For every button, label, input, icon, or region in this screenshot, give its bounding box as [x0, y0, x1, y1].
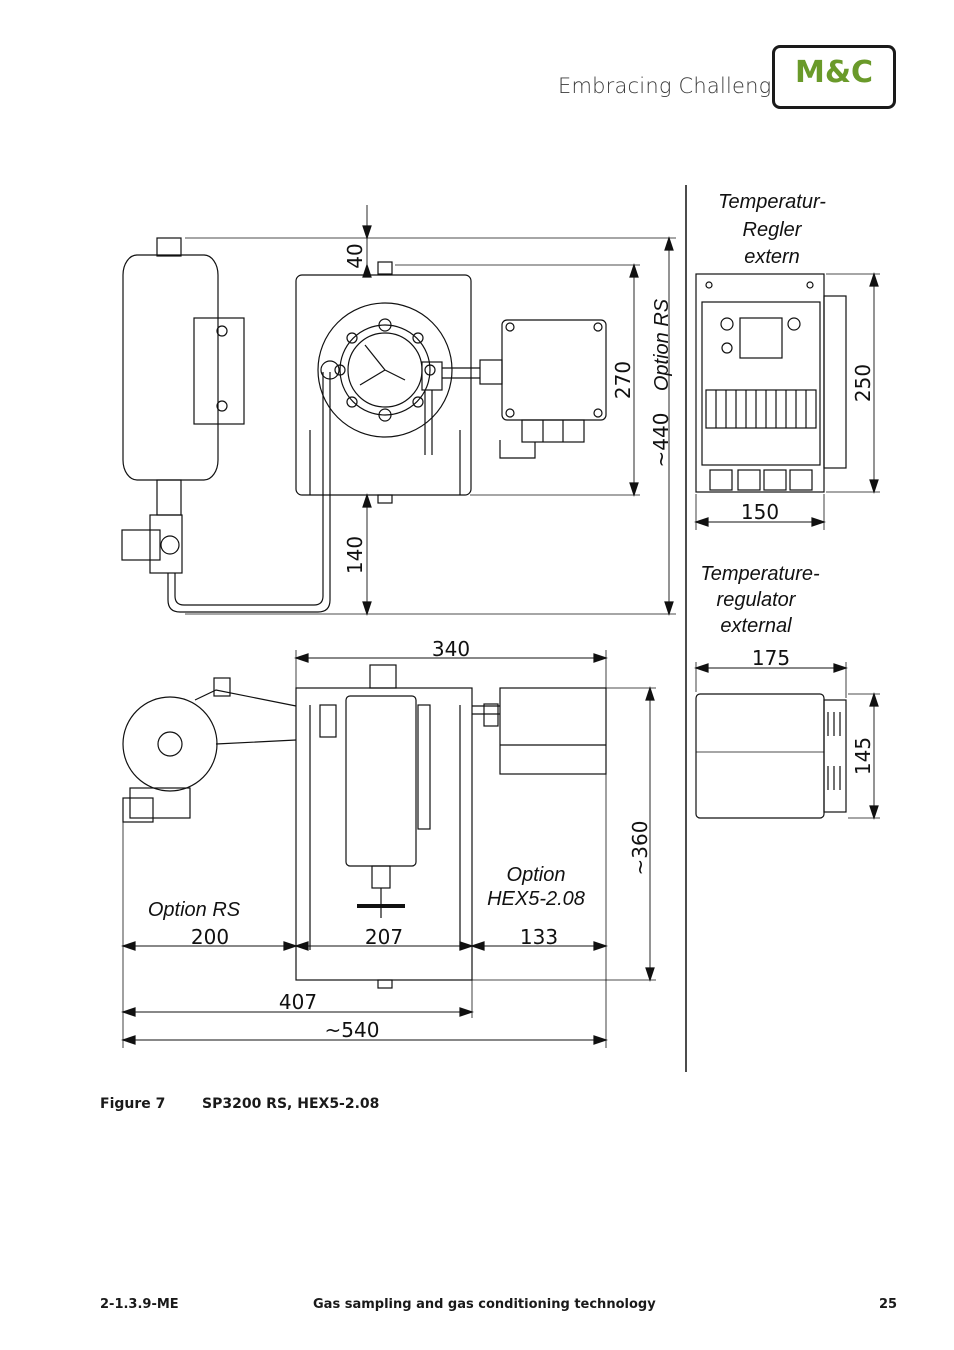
dim-150: 150: [741, 500, 779, 524]
regulator-line-1: Temperature-: [700, 563, 820, 585]
option-hex-line-2: HEX5-2.08: [487, 888, 585, 910]
dim-175: 175: [752, 646, 790, 670]
page-number: 25: [879, 1297, 898, 1312]
dim-270: 270: [611, 361, 635, 399]
regulator-line-3: external: [720, 615, 792, 637]
option-rs-bottom-label: Option RS: [148, 899, 241, 921]
dim-200: 200: [191, 925, 229, 949]
dim-250: 250: [851, 364, 875, 402]
regler-line-3: extern: [744, 246, 800, 268]
footer-title: Gas sampling and gas conditioning techno…: [313, 1297, 656, 1312]
option-hex-line-1: Option: [507, 864, 566, 886]
mc-logo: M&C: [772, 45, 896, 109]
brand-tagline: Embracing Challenge: [558, 74, 785, 98]
logo-text: M&C: [794, 55, 874, 90]
regulator-line-2: regulator: [717, 589, 797, 611]
footer-doc-id: 2-1.3.9-ME: [100, 1297, 179, 1312]
dim-340: 340: [432, 637, 470, 661]
dim-207: 207: [365, 925, 403, 949]
dim-40: 40: [343, 243, 367, 268]
option-rs-top-label: Option RS: [651, 298, 673, 391]
regler-line-2: Regler: [743, 219, 803, 241]
regler-line-1: Temperatur-: [718, 191, 826, 213]
dim-133: 133: [520, 925, 558, 949]
figure-number: Figure 7: [100, 1096, 166, 1112]
figure-title: SP3200 RS, HEX5-2.08: [202, 1096, 380, 1112]
dim-407: 407: [279, 990, 317, 1014]
dim-540: ~540: [325, 1018, 380, 1042]
dim-145: 145: [851, 737, 875, 775]
dim-360: ~360: [628, 821, 652, 876]
dim-140: 140: [343, 536, 367, 574]
dim-440: ~440: [649, 413, 673, 468]
